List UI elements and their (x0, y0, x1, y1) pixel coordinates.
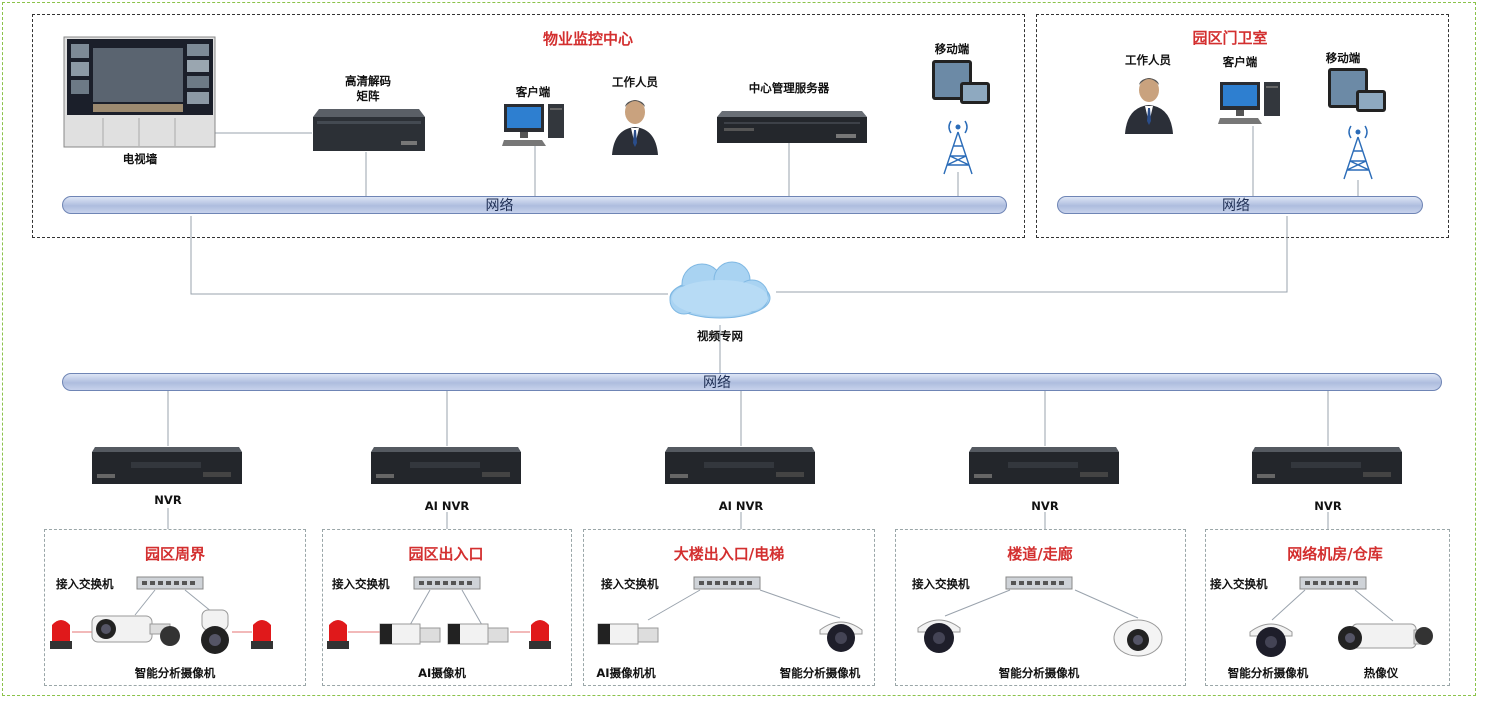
guard-staff-icon (1125, 78, 1173, 134)
zone1-bullet-camera-icon (91, 615, 180, 646)
client-label: 客户端 (515, 85, 551, 99)
monitoring-center-zone (32, 14, 1025, 238)
nvr-label-3: AI NVR (718, 499, 764, 513)
zone-box-server-room (1205, 529, 1450, 686)
cloud-label: 视频专网 (697, 329, 743, 343)
zone2-alarm-light-right-icon (529, 620, 551, 649)
nvr-label-5: NVR (1314, 499, 1342, 513)
zone4-device-label-1: 智能分析摄像机 (998, 666, 1080, 680)
zone-title-4: 楼道/走廊 (1007, 545, 1073, 563)
cloud-icon (669, 261, 771, 319)
zone2-alarm-light-left-icon (327, 620, 349, 649)
guard-mobile-icon (1328, 68, 1386, 112)
zone5-device-label-1: 智能分析摄像机 (1227, 666, 1309, 680)
guard-mobile-label: 移动端 (1325, 51, 1361, 65)
zone1-switch-label: 接入交换机 (56, 577, 114, 591)
zone4-switch-icon (1005, 576, 1073, 590)
center-mobile-icon (932, 60, 990, 104)
nvr-icon-5 (1252, 447, 1402, 484)
center-staff-label: 工作人员 (612, 75, 658, 89)
center-title: 物业监控中心 (542, 30, 633, 48)
zone-box-perimeter (44, 529, 306, 686)
zone2-ai-camera-left-icon (379, 623, 441, 645)
zone1-alarm-light-left-icon (50, 620, 72, 649)
nvr-label-4: NVR (1031, 499, 1059, 513)
zone3-ai-camera-icon (597, 623, 659, 645)
zone5-switch-icon (1299, 576, 1367, 590)
zone3-device-label-1: AI摄像机机 (596, 666, 656, 680)
zone3-dome-camera-icon (819, 621, 863, 652)
zone2-switch-label: 接入交换机 (332, 577, 390, 591)
nvr-label-1: NVR (154, 493, 182, 507)
guard-antenna-icon (1343, 125, 1373, 180)
decoder-icon (313, 109, 425, 151)
zone-title-1: 园区周界 (144, 545, 205, 563)
zone-box-building (583, 529, 875, 686)
guard-room-zone (1036, 14, 1449, 238)
nvr-icon-3 (665, 447, 815, 484)
client-pc-icon (502, 104, 564, 146)
tv-wall-icon (63, 36, 216, 148)
guard-client-pc-icon (1218, 82, 1280, 124)
guard-network-pipe: 网络 (1057, 196, 1423, 214)
server-icon (717, 111, 867, 143)
zone-title-3: 大楼出入口/电梯 (673, 545, 785, 563)
zone3-switch-icon (693, 576, 761, 590)
main-network-pipe: 网络 (62, 373, 1442, 391)
zone-box-entrance (322, 529, 572, 686)
zone2-ai-camera-right-icon (447, 623, 509, 645)
guard-title: 园区门卫室 (1192, 29, 1268, 47)
zone2-device-label-1: AI摄像机 (418, 666, 466, 680)
guard-staff-label: 工作人员 (1125, 53, 1171, 67)
zone3-device-label-2: 智能分析摄像机 (779, 666, 861, 680)
nvr-icon-1 (92, 447, 242, 484)
nvr-icon-4 (969, 447, 1119, 484)
guard-network-label: 网络 (1222, 198, 1250, 214)
zone-title-2: 园区出入口 (408, 545, 484, 563)
nvr-label-2: AI NVR (424, 499, 470, 513)
zone5-device-label-2: 热像仪 (1363, 666, 1399, 680)
zone5-dome-camera-icon (1249, 623, 1293, 657)
center-antenna-icon (943, 120, 973, 175)
center-mobile-label: 移动端 (934, 42, 970, 56)
guard-client-label: 客户端 (1222, 55, 1258, 69)
server-label: 中心管理服务器 (748, 81, 830, 95)
center-network-pipe: 网络 (62, 196, 1007, 214)
zone-box-corridor (895, 529, 1186, 686)
zone1-alarm-light-right-icon (251, 620, 273, 649)
nvr-icon-2 (371, 447, 521, 484)
zone5-thermal-camera-icon (1338, 623, 1433, 650)
decoder-label: 高清解码矩阵 (345, 74, 391, 103)
zone2-switch-icon (413, 576, 481, 590)
zone4-turret-camera-icon (1113, 619, 1163, 657)
center-staff-icon (612, 100, 658, 155)
zone-title-5: 网络机房/仓库 (1287, 545, 1383, 563)
tv-wall-label: 电视墙 (122, 152, 158, 166)
main-network-label: 网络 (703, 375, 731, 391)
zone1-dome-ptz-camera-icon (201, 609, 229, 654)
zone5-switch-label: 接入交换机 (1210, 577, 1268, 591)
zone1-device-label-1: 智能分析摄像机 (134, 666, 216, 680)
zone1-switch-icon (136, 576, 204, 590)
zone3-switch-label: 接入交换机 (601, 577, 659, 591)
center-network-label: 网络 (485, 198, 514, 214)
zone4-switch-label: 接入交换机 (912, 577, 970, 591)
zone4-dome-camera-left-icon (917, 619, 961, 653)
